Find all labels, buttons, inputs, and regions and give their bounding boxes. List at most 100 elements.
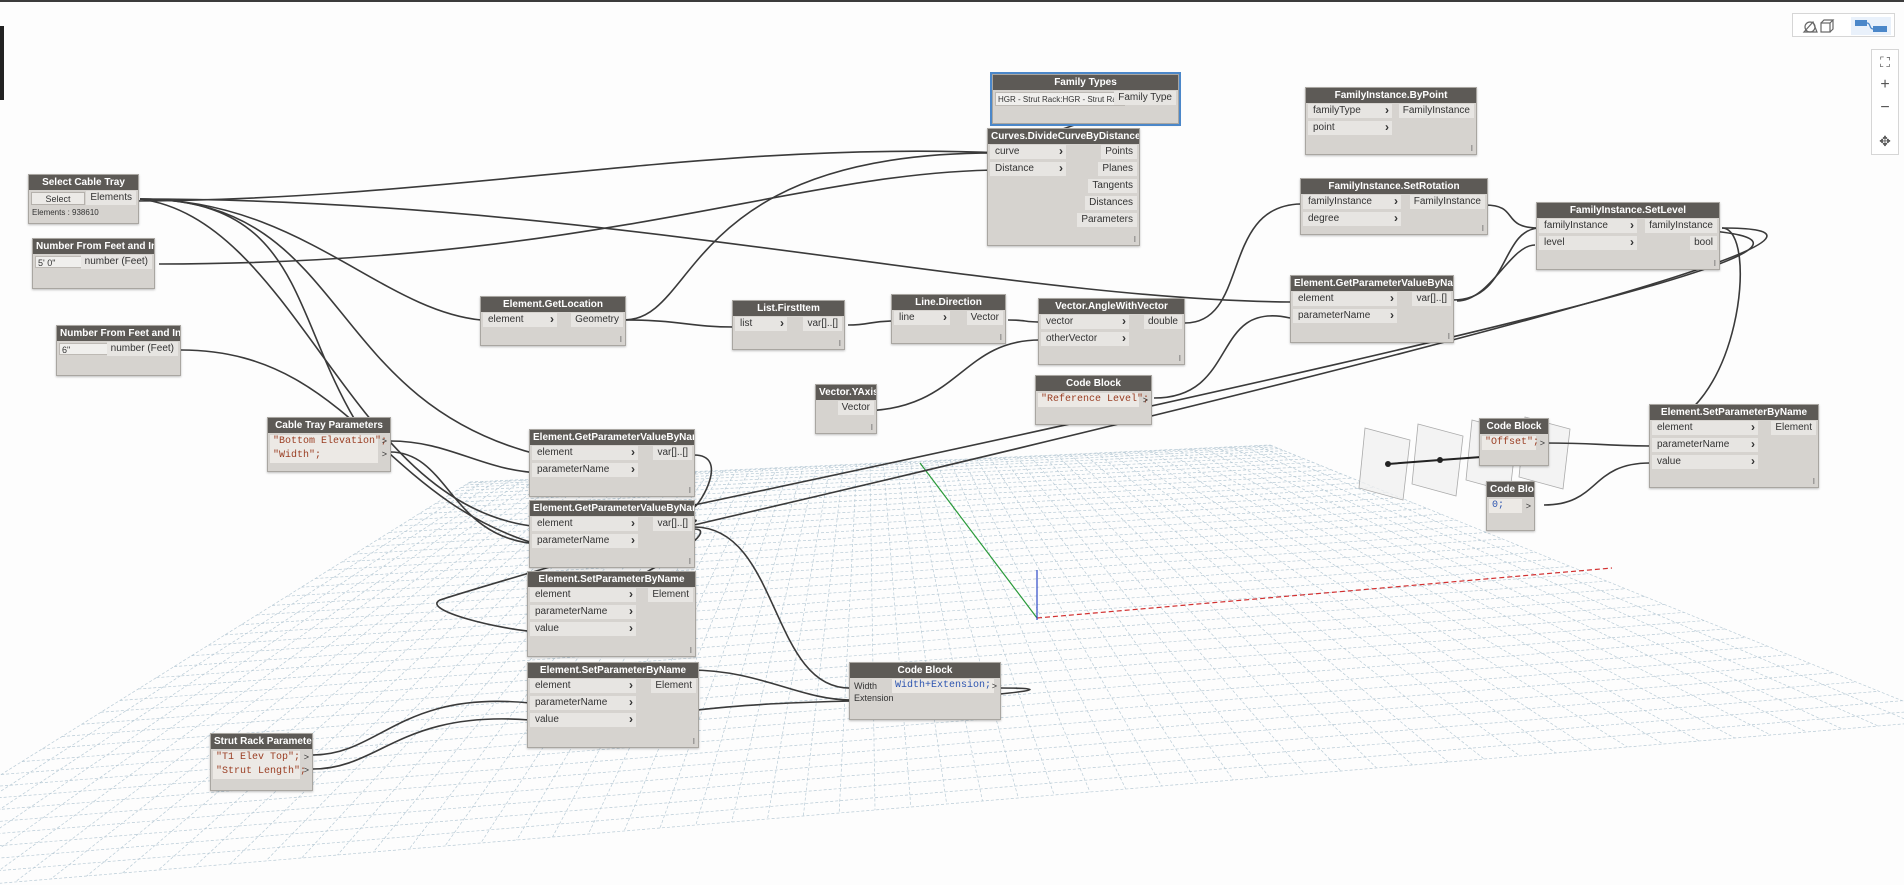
output-port[interactable]: number (Feet)	[80, 255, 152, 269]
output-port[interactable]: Points	[1101, 145, 1137, 159]
divide-curve-node[interactable]: Curves.DivideCurveByDistance curve Point…	[987, 128, 1140, 246]
list-firstitem-node[interactable]: List.FirstItem list var[]..[] I	[732, 300, 845, 350]
input-port[interactable]: value	[1652, 454, 1758, 469]
code-line[interactable]: "Width";	[270, 449, 378, 463]
input-port[interactable]: Distance	[990, 161, 1066, 176]
input-port[interactable]: parameterName	[1652, 437, 1758, 452]
zoom-in-icon[interactable]: +	[1880, 76, 1890, 93]
output-port[interactable]: Distances	[1085, 196, 1137, 210]
input-port[interactable]: parameterName	[1293, 308, 1397, 323]
output-port[interactable]: >	[381, 436, 387, 446]
input-port[interactable]: Width	[854, 681, 878, 691]
number-from-feet-node[interactable]: Number From Feet and Inches 5' 0" number…	[32, 238, 155, 289]
input-port[interactable]: element	[532, 516, 638, 531]
input-port[interactable]: degree	[1303, 211, 1401, 226]
input-port[interactable]: element	[532, 445, 638, 460]
input-port[interactable]: level	[1539, 235, 1637, 250]
get-parameter-value-node-1[interactable]: Element.GetParameterValueByName element …	[529, 429, 695, 497]
output-port[interactable]: familyInstance	[1645, 219, 1717, 233]
code-block-reference-level[interactable]: Code Block "Reference Level"; >	[1035, 375, 1152, 425]
familyinstance-bypoint-node[interactable]: FamilyInstance.ByPoint familyType Family…	[1305, 87, 1477, 155]
set-parameter-node-1[interactable]: Element.SetParameterByName element Eleme…	[527, 571, 696, 657]
input-port[interactable]: familyType	[1308, 103, 1392, 118]
input-port[interactable]: list	[735, 316, 787, 331]
input-port[interactable]: familyInstance	[1539, 218, 1637, 233]
family-types-node[interactable]: Family Types HGR - Strut Rack:HGR - Stru…	[990, 72, 1181, 126]
set-parameter-node-right[interactable]: Element.SetParameterByName element Eleme…	[1649, 404, 1819, 488]
code-block-zero[interactable]: Code Block 0; >	[1486, 481, 1535, 531]
code-text[interactable]: "Reference Level";	[1038, 393, 1149, 407]
input-port[interactable]: point	[1308, 120, 1392, 135]
line-direction-node[interactable]: Line.Direction line Vector I	[891, 294, 1006, 344]
output-port[interactable]: FamilyInstance	[1398, 104, 1474, 118]
code-text[interactable]: "Offset";	[1482, 436, 1539, 450]
code-block-width-extension[interactable]: Code Block Width Extension Width+Extensi…	[849, 662, 1001, 720]
input-port[interactable]: curve	[990, 144, 1066, 159]
output-port[interactable]: bool	[1690, 236, 1717, 250]
vector-yaxis-node[interactable]: Vector.YAxis Vector I	[815, 384, 877, 434]
code-text[interactable]: Width+Extension;	[892, 679, 995, 693]
input-port[interactable]: vector	[1041, 314, 1129, 329]
output-port[interactable]: Element	[1771, 421, 1816, 435]
zoom-out-icon[interactable]: −	[1880, 99, 1890, 116]
input-port[interactable]: line	[894, 310, 950, 325]
output-port[interactable]: >	[303, 752, 309, 762]
get-parameter-value-node-top[interactable]: Element.GetParameterValueByName element …	[1290, 275, 1454, 343]
fit-view-icon[interactable]: ⛶	[1880, 54, 1890, 70]
code-block-offset[interactable]: Code Block "Offset"; >	[1479, 418, 1549, 466]
output-port[interactable]: Element	[648, 588, 693, 602]
code-text[interactable]: 0;	[1489, 499, 1522, 513]
input-port[interactable]: value	[530, 712, 636, 727]
output-port[interactable]: var[]..[]	[653, 446, 692, 460]
output-port[interactable]: Element	[651, 679, 696, 693]
output-port[interactable]: >	[1142, 395, 1148, 405]
cable-tray-parameters-node[interactable]: Cable Tray Parameters "Bottom Elevation"…	[267, 417, 391, 472]
strut-rack-parameters-node[interactable]: Strut Rack Parameters "T1 Elev Top"; "St…	[210, 733, 313, 791]
output-port[interactable]: Planes	[1098, 162, 1137, 176]
input-port[interactable]: element	[1652, 420, 1758, 435]
number-from-feet-node-2[interactable]: Number From Feet and Inches 6" number (F…	[56, 325, 181, 376]
output-port[interactable]: >	[381, 449, 387, 459]
graph-view-icon[interactable]	[1851, 17, 1891, 35]
output-port[interactable]: Tangents	[1088, 179, 1137, 193]
output-port[interactable]: Geometry	[571, 313, 623, 327]
input-port[interactable]: Extension	[854, 693, 894, 703]
output-port[interactable]: >	[303, 765, 309, 775]
input-port[interactable]: parameterName	[530, 604, 636, 619]
output-port[interactable]: Vector	[837, 401, 874, 415]
code-line[interactable]: "T1 Elev Top";	[213, 751, 300, 765]
input-port[interactable]: parameterName	[530, 695, 636, 710]
output-port[interactable]: >	[1539, 438, 1545, 448]
input-port[interactable]: element	[530, 587, 636, 602]
vector-anglewithvector-node[interactable]: Vector.AngleWithVector vector double oth…	[1038, 298, 1185, 365]
pan-icon[interactable]: ✥	[1879, 133, 1891, 149]
set-parameter-node-2[interactable]: Element.SetParameterByName element Eleme…	[527, 662, 699, 748]
output-port[interactable]: double	[1143, 315, 1182, 329]
input-port[interactable]: otherVector	[1041, 331, 1129, 346]
output-port[interactable]: var[]..[]	[1412, 292, 1451, 306]
get-parameter-value-node-2[interactable]: Element.GetParameterValueByName element …	[529, 500, 695, 568]
familyinstance-setrotation-node[interactable]: FamilyInstance.SetRotation familyInstanc…	[1300, 178, 1488, 235]
output-port[interactable]: Elements	[86, 191, 136, 205]
family-type-dropdown[interactable]: HGR - Strut Rack:HGR - Strut Rack	[995, 92, 1125, 106]
input-port[interactable]: parameterName	[532, 462, 638, 477]
geometry-view-icon[interactable]	[1801, 18, 1837, 34]
input-port[interactable]: value	[530, 621, 636, 636]
output-port[interactable]: Parameters	[1077, 213, 1137, 227]
element-getlocation-node[interactable]: Element.GetLocation element Geometry I	[480, 296, 626, 346]
select-button[interactable]: Select	[31, 192, 85, 205]
output-port[interactable]: >	[1525, 501, 1531, 511]
output-port[interactable]: >	[991, 681, 997, 691]
input-port[interactable]: element	[1293, 291, 1397, 306]
input-port[interactable]: element	[483, 312, 557, 327]
select-cable-tray-node[interactable]: Select Cable Tray Select Elements Elemen…	[28, 174, 139, 224]
code-line[interactable]: "Bottom Elevation";	[270, 435, 387, 449]
code-line[interactable]: "Strut Length";	[213, 765, 306, 779]
input-port[interactable]: parameterName	[532, 533, 638, 548]
output-port[interactable]: var[]..[]	[803, 317, 842, 331]
input-port[interactable]: familyInstance	[1303, 194, 1401, 209]
output-port[interactable]: number (Feet)	[106, 342, 178, 356]
output-port[interactable]: Family Type	[1114, 91, 1176, 105]
familyinstance-setlevel-node[interactable]: FamilyInstance.SetLevel familyInstance f…	[1536, 202, 1720, 270]
output-port[interactable]: var[]..[]	[653, 517, 692, 531]
